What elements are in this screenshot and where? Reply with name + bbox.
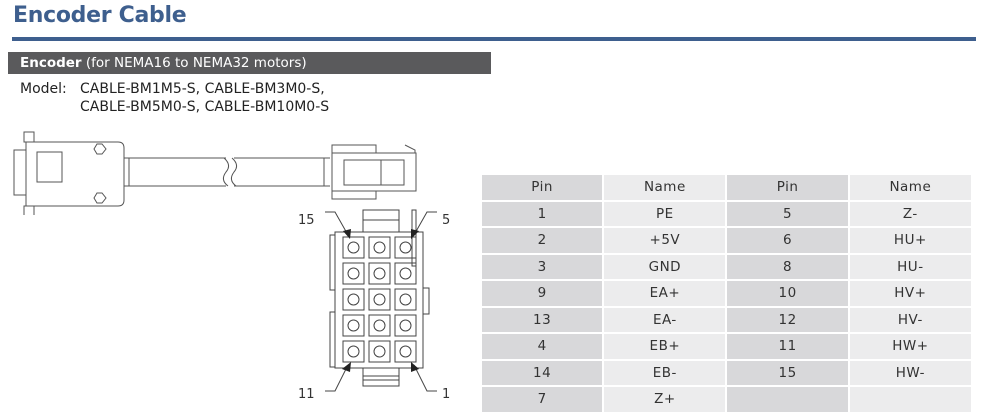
- pin-number-cell: 8: [726, 253, 850, 281]
- pin-contact: [347, 267, 360, 280]
- pin-number-cell: 15: [726, 359, 850, 387]
- pin-callout-11: 11: [298, 362, 351, 402]
- signal-name-cell: HV-: [848, 306, 974, 334]
- pin-number-cell: 14: [482, 359, 605, 387]
- pin-cavity: [394, 262, 417, 285]
- cable-drawing: [13, 131, 417, 215]
- pin-number-cell: 6: [726, 227, 850, 255]
- pin-number-cell: [726, 386, 850, 414]
- signal-name-cell: HW-: [848, 359, 974, 387]
- signal-name-cell: Z-: [848, 200, 974, 228]
- pin-number-cell: 5: [726, 200, 850, 228]
- connector-face-diagram: 15 5 11 1: [298, 209, 450, 402]
- pin-cavity: [342, 236, 365, 259]
- pin-contact: [347, 345, 360, 358]
- pin-cavity: [342, 314, 365, 337]
- pin-cavity: [368, 262, 391, 285]
- model-info: Model: CABLE-BM1M5-S, CABLE-BM3M0-S, CABL…: [20, 80, 329, 116]
- signal-name-cell: +5V: [603, 227, 728, 255]
- signal-name-cell: PE: [603, 200, 728, 228]
- pin-cavity: [394, 314, 417, 337]
- pin-contact: [373, 293, 386, 306]
- label-1: 1: [442, 387, 450, 402]
- pin-callout-5: 5: [411, 211, 450, 239]
- pin-number-cell: 3: [482, 253, 605, 281]
- pin-number-cell: 1: [482, 200, 605, 228]
- cable-line: [124, 157, 330, 187]
- section-header: Encoder (for NEMA16 to NEMA32 motors): [8, 52, 491, 74]
- pin-cavity: [368, 340, 391, 363]
- signal-name-cell: [848, 386, 974, 414]
- pin-callout-1: 1: [411, 362, 450, 402]
- label-11: 11: [298, 387, 315, 402]
- pin-cavity: [368, 236, 391, 259]
- pin-number-cell: 11: [726, 333, 850, 361]
- pin-number-cell: 7: [482, 386, 605, 414]
- pin-cavity: [368, 314, 391, 337]
- pin-cavity: [342, 288, 365, 311]
- signal-name-cell: EB-: [603, 359, 728, 387]
- pin-cavity: [368, 288, 391, 311]
- pin-contact: [373, 345, 386, 358]
- pin-contact: [399, 293, 412, 306]
- column-header: Name: [848, 175, 974, 202]
- signal-name-cell: HU-: [848, 253, 974, 281]
- pin-cavity: [394, 236, 417, 259]
- pin-cavity: [394, 340, 417, 363]
- pin-number-cell: 12: [726, 306, 850, 334]
- pin-callout-15: 15: [298, 211, 351, 239]
- pin-number-cell: 4: [482, 333, 605, 361]
- pin-contact: [399, 267, 412, 280]
- signal-name-cell: EA-: [603, 306, 728, 334]
- page-title: Encoder Cable: [13, 3, 187, 28]
- pin-contact: [347, 293, 360, 306]
- title-divider: [12, 37, 976, 41]
- signal-name-cell: HU+: [848, 227, 974, 255]
- pin-contact: [399, 319, 412, 332]
- signal-name-cell: EB+: [603, 333, 728, 361]
- molex-plug-icon: [331, 144, 417, 200]
- pin-contact: [373, 267, 386, 280]
- pin-contact: [373, 241, 386, 254]
- pin-contact: [399, 345, 412, 358]
- signal-name-cell: GND: [603, 253, 728, 281]
- signal-name-cell: EA+: [603, 280, 728, 308]
- db-connector-icon: [13, 131, 125, 215]
- signal-name-cell: Z+: [603, 386, 728, 414]
- model-line-1: CABLE-BM1M5-S, CABLE-BM3M0-S,: [80, 81, 325, 97]
- pin-cavity: [342, 340, 365, 363]
- column-header: Pin: [482, 175, 605, 202]
- section-label-bold: Encoder: [20, 55, 82, 71]
- pin-number-cell: 10: [726, 280, 850, 308]
- section-label-rest: (for NEMA16 to NEMA32 motors): [81, 55, 307, 71]
- pin-cavity: [394, 288, 417, 311]
- pin-grid: [342, 236, 417, 363]
- model-line-2: CABLE-BM5M0-S, CABLE-BM10M0-S: [80, 99, 330, 115]
- column-header: Pin: [726, 175, 850, 202]
- signal-name-cell: HV+: [848, 280, 974, 308]
- label-15: 15: [298, 213, 315, 228]
- pin-cavity: [342, 262, 365, 285]
- pin-number-cell: 2: [482, 227, 605, 255]
- pin-contact: [347, 319, 360, 332]
- column-header: Name: [603, 175, 728, 202]
- signal-name-cell: HW+: [848, 333, 974, 361]
- pin-contact: [373, 319, 386, 332]
- pin-contact: [347, 241, 360, 254]
- model-label: Model:: [20, 81, 67, 97]
- pin-number-cell: 9: [482, 280, 605, 308]
- pin-number-cell: 13: [482, 306, 605, 334]
- label-5: 5: [442, 213, 450, 228]
- pin-contact: [399, 241, 412, 254]
